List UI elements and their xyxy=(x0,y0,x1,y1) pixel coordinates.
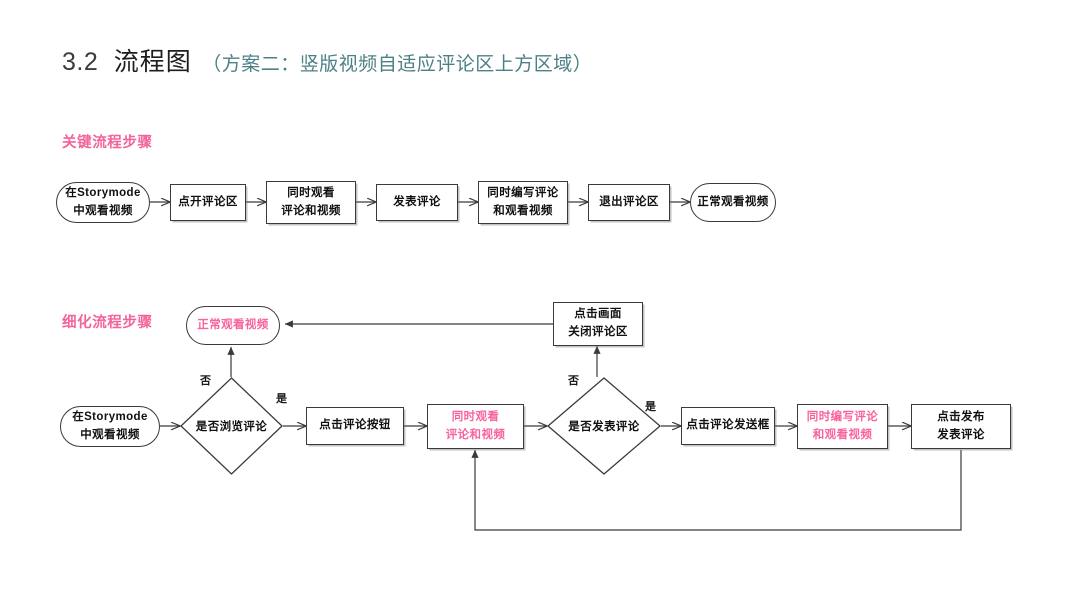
node-text-line: 和观看视频 xyxy=(812,428,873,441)
node-text-line: 正常观看视频 xyxy=(697,195,769,208)
node-text-line: 在Storymode xyxy=(72,410,148,423)
key-node-open-comments[interactable]: 点开评论区 xyxy=(170,184,246,221)
edge-label-dec1-yes: 是 xyxy=(276,393,287,405)
node-text-line: 正常观看视频 xyxy=(197,318,269,331)
node-text-line: 关闭评论区 xyxy=(568,326,628,338)
node-text-line: 点击评论发送框 xyxy=(686,419,770,432)
node-text-line: 点击发布 xyxy=(937,410,985,423)
edge-label-dec2-yes: 是 xyxy=(645,401,656,413)
node-text-line: 同时观看 xyxy=(451,410,500,423)
node-text-line: 发表评论 xyxy=(937,428,985,441)
node-text-line: 退出评论区 xyxy=(599,195,659,208)
detail-node-watch-both[interactable]: 同时观看 评论和视频 xyxy=(427,404,524,449)
node-text-line: 点击评论按钮 xyxy=(319,419,391,432)
detail-node-decision-browse-comments[interactable]: 是否浏览评论 xyxy=(180,377,283,475)
edge-label-dec2-no: 否 xyxy=(568,375,579,387)
node-text-line: 和观看视频 xyxy=(493,204,553,217)
key-node-normal-watch[interactable]: 正常观看视频 xyxy=(690,183,776,222)
section-heading-key-steps: 关键流程步骤 xyxy=(62,135,153,151)
node-text-line: 点开评论区 xyxy=(178,195,238,208)
detail-node-click-comment-button[interactable]: 点击评论按钮 xyxy=(306,407,404,445)
node-text-line: 评论和视频 xyxy=(445,428,506,441)
node-text-line: 发表评论 xyxy=(393,195,441,208)
key-node-post-comment[interactable]: 发表评论 xyxy=(376,184,458,221)
node-text-line: 同时编写评论 xyxy=(487,186,559,199)
section-heading-detail-steps: 细化流程步骤 xyxy=(62,315,153,331)
key-node-start[interactable]: 在Storymode 中观看视频 xyxy=(56,182,150,223)
detail-node-normal-watch[interactable]: 正常观看视频 xyxy=(186,306,280,345)
detail-node-decision-post-comment[interactable]: 是否发表评论 xyxy=(547,377,661,475)
key-node-exit-comments[interactable]: 退出评论区 xyxy=(588,184,670,221)
detail-node-click-send-box[interactable]: 点击评论发送框 xyxy=(681,407,775,445)
node-text-line: 评论和视频 xyxy=(281,204,341,217)
node-text-line: 同时观看 xyxy=(287,186,335,199)
node-text-line: 点击画面 xyxy=(574,308,622,321)
node-text-line: 在Storymode xyxy=(65,186,141,199)
node-text-line: 中观看视频 xyxy=(80,428,140,441)
title-number: 3.2 xyxy=(62,48,99,76)
detail-node-close-comments[interactable]: 点击画面 关闭评论区 xyxy=(553,302,643,346)
detail-node-start[interactable]: 在Storymode 中观看视频 xyxy=(60,406,160,447)
key-node-watch-both[interactable]: 同时观看 评论和视频 xyxy=(266,181,356,224)
node-text-line: 同时编写评论 xyxy=(806,410,879,423)
detail-node-click-publish[interactable]: 点击发布 发表评论 xyxy=(911,404,1011,449)
title-main: 流程图 xyxy=(113,48,192,76)
page-title: 3.2 流程图 （方案二：竖版视频自适应评论区上方区域） xyxy=(62,42,592,78)
edge-label-dec1-no: 否 xyxy=(200,375,211,387)
detail-node-write-and-watch[interactable]: 同时编写评论 和观看视频 xyxy=(797,404,888,449)
node-text-line: 中观看视频 xyxy=(73,204,133,217)
key-node-write-and-watch[interactable]: 同时编写评论 和观看视频 xyxy=(478,181,568,224)
title-subtitle: （方案二：竖版视频自适应评论区上方区域） xyxy=(202,54,593,75)
